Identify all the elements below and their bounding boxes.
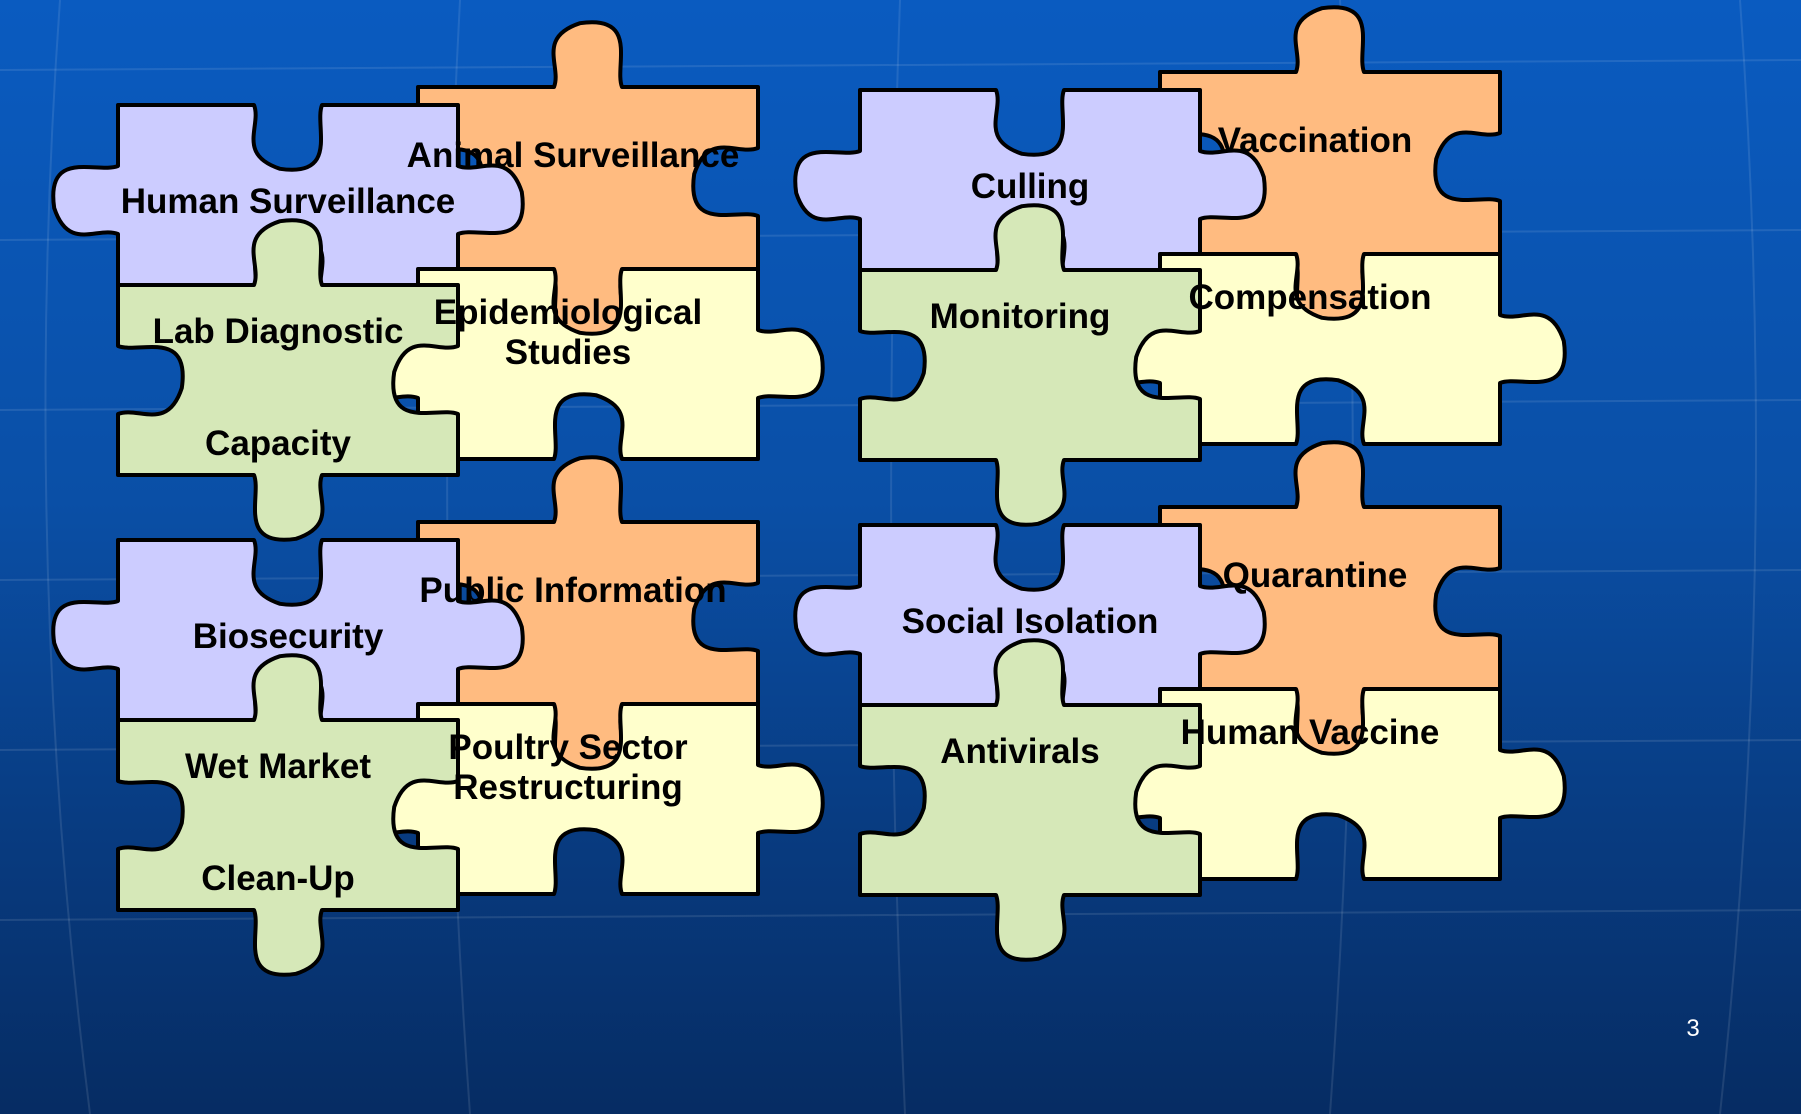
page-number: 3 — [1686, 1015, 1699, 1042]
puzzle-cluster: Human Surveillance Animal SurveillanceLab… — [51, 20, 825, 542]
piece-label: Quarantine — [1223, 556, 1408, 595]
piece-label: Restructuring — [453, 768, 682, 807]
background-line — [44, 0, 91, 1114]
piece-label: Lab Diagnostic — [153, 312, 404, 351]
piece-label: Vaccination — [1218, 121, 1413, 160]
piece-label: Clean-Up — [201, 859, 355, 898]
piece-label: Compensation — [1188, 278, 1431, 317]
piece-label: Antivirals — [940, 732, 1100, 771]
piece-label: Social Isolation — [902, 602, 1159, 641]
piece-label: Human Vaccine — [1181, 713, 1440, 752]
piece-label: Animal Surveillance — [407, 136, 740, 175]
puzzle-piece — [116, 218, 460, 542]
piece-label: Epidemiological — [434, 293, 702, 332]
background-line — [0, 59, 1801, 71]
piece-label: Capacity — [205, 424, 351, 463]
background-line — [1719, 0, 1757, 1114]
piece-label: Studies — [505, 333, 631, 372]
puzzle-piece — [116, 653, 460, 977]
piece-label: Public Information — [419, 571, 726, 610]
piece-label: Wet Market — [185, 747, 371, 786]
puzzle-piece — [858, 203, 1202, 527]
puzzle-piece — [858, 638, 1202, 962]
piece-label: Human Surveillance — [121, 182, 456, 221]
piece-label: Culling — [971, 167, 1090, 206]
piece-label: Poultry Sector — [448, 728, 688, 767]
piece-label: Biosecurity — [193, 617, 384, 656]
piece-label: Monitoring — [930, 297, 1111, 336]
